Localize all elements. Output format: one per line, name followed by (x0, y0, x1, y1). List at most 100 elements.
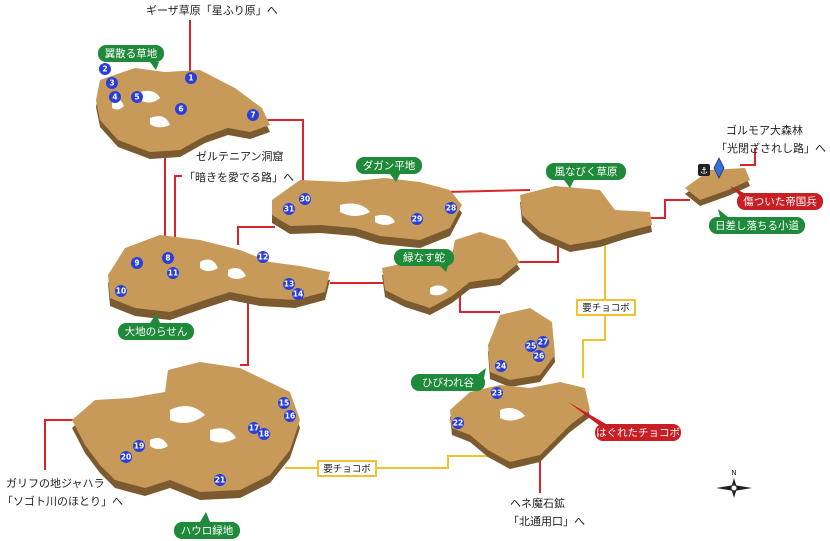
marker-pin[interactable]: 22 (452, 417, 464, 429)
route-daichi-hauro (240, 300, 249, 366)
marker-pin[interactable]: 31 (283, 203, 295, 215)
land-midori (382, 232, 520, 315)
routes (44, 20, 756, 493)
marker-pin[interactable]: 6 (175, 103, 187, 115)
marker-pin[interactable]: 5 (131, 91, 143, 103)
exit-south-line2[interactable]: 「北通用口」へ (508, 515, 585, 528)
svg-text:30: 30 (300, 195, 310, 204)
marker-pins: 1 2 3 4 5 6 7 8 9 10 11 12 13 14 15 16 1… (99, 63, 549, 486)
svg-text:はぐれたチョコボ: はぐれたチョコボ (596, 427, 680, 439)
marker-pin[interactable]: 28 (445, 202, 457, 214)
label-kazenabiku: 風なびく草原 (546, 163, 626, 188)
marker-pin[interactable]: 19 (133, 440, 145, 452)
marker-pin[interactable]: 14 (292, 288, 304, 300)
svg-text:大地のらせん: 大地のらせん (125, 325, 188, 338)
exit-labels: ギーザ草原「星ふり原」へ ゼルテニアン洞窟 「暗きを愛でる路」へ ゴルモア大森林… (2, 4, 826, 528)
marker-pin[interactable]: 3 (106, 77, 118, 89)
svg-text:31: 31 (284, 205, 294, 214)
svg-text:1: 1 (188, 74, 193, 83)
exit-forest-line1[interactable]: ゴルモア大森林 (726, 123, 803, 137)
svg-text:17: 17 (249, 424, 259, 433)
svg-text:19: 19 (134, 442, 144, 451)
route-midori-hibiware (459, 295, 500, 313)
route-dagan-kaze (444, 189, 531, 193)
marker-pin[interactable]: 25 (525, 340, 537, 352)
marker-pin[interactable]: 13 (283, 278, 295, 290)
marker-pin[interactable]: 27 (537, 336, 549, 348)
crystal-icon[interactable] (713, 157, 725, 179)
svg-text:29: 29 (412, 215, 422, 224)
exit-north[interactable]: ギーザ草原「星ふり原」へ (146, 4, 278, 17)
land-daichi (108, 235, 330, 320)
svg-text:ダガン平地: ダガン平地 (363, 159, 416, 172)
area-labels: 翼散る草地 ダガン平地 風なびく草原 日差し落ちる小道 緑なす蛇 大地のらせん (98, 45, 805, 539)
marker-pin[interactable]: 15 (278, 397, 290, 409)
svg-text:15: 15 (279, 399, 289, 408)
marker-pin[interactable]: 11 (167, 267, 179, 279)
route-west-exit (44, 419, 85, 470)
svg-text:傷ついた帝国兵: 傷ついた帝国兵 (743, 195, 817, 208)
route-cave-exit (174, 175, 182, 255)
marker-pin[interactable]: 20 (120, 451, 132, 463)
svg-text:13: 13 (284, 280, 294, 289)
svg-text:10: 10 (116, 287, 126, 296)
svg-text:27: 27 (538, 338, 548, 347)
svg-text:18: 18 (259, 430, 269, 439)
svg-text:風なびく草原: 風なびく草原 (555, 166, 618, 178)
svg-text:21: 21 (215, 476, 225, 485)
label-hizashi: 日差し落ちる小道 (709, 209, 805, 234)
marker-pin[interactable]: 30 (299, 193, 311, 205)
svg-text:20: 20 (121, 453, 131, 462)
marker-pin[interactable]: 4 (109, 91, 121, 103)
chocobo-note-south: 要チョコボ (317, 460, 377, 477)
marker-pin[interactable]: 9 (131, 257, 143, 269)
svg-text:2: 2 (102, 65, 107, 74)
route-kaze-hizashi (650, 199, 690, 219)
label-tsubasa: 翼散る草地 (98, 45, 164, 70)
marker-pin[interactable]: 12 (257, 251, 269, 263)
marker-pin[interactable]: 26 (533, 350, 545, 362)
svg-text:ハウロ緑地: ハウロ緑地 (181, 524, 234, 537)
land-dagan (272, 178, 462, 248)
route-daichi-dagan (237, 226, 275, 245)
exit-cave-line2[interactable]: 「暗きを愛でる路」へ (184, 170, 294, 184)
marker-pin[interactable]: 21 (214, 474, 226, 486)
svg-text:要チョコボ: 要チョコボ (582, 303, 630, 314)
label-hauro: ハウロ緑地 (174, 512, 240, 539)
exit-west-line2[interactable]: 「ソゴト川のほとり」へ (2, 494, 123, 508)
anchor-icon[interactable]: ⚓ (698, 164, 710, 177)
svg-text:28: 28 (446, 204, 456, 213)
marker-pin[interactable]: 29 (411, 213, 423, 225)
label-dagan: ダガン平地 (356, 157, 422, 182)
svg-text:7: 7 (250, 111, 255, 120)
marker-pin[interactable]: 1 (185, 72, 197, 84)
marker-pin[interactable]: 23 (491, 387, 503, 399)
marker-pin[interactable]: 16 (284, 410, 296, 422)
exit-forest-line2[interactable]: 「光閉ざされし路」へ (716, 141, 826, 155)
svg-text:23: 23 (492, 389, 502, 398)
svg-text:11: 11 (168, 269, 178, 278)
exit-south-line1[interactable]: ヘネ魔石鉱 (510, 496, 565, 510)
svg-text:22: 22 (453, 419, 463, 428)
marker-pin[interactable]: 24 (495, 360, 507, 372)
svg-text:5: 5 (134, 93, 139, 102)
exit-west-line1[interactable]: ガリフの地ジャハラ (6, 477, 104, 490)
marker-pin[interactable]: 10 (115, 285, 127, 297)
marker-pin[interactable]: 2 (99, 63, 111, 75)
label-daichi: 大地のらせん (118, 314, 194, 340)
marker-pin[interactable]: 7 (247, 109, 259, 121)
compass-icon: N (716, 469, 752, 498)
marker-pin[interactable]: 8 (162, 252, 174, 264)
exit-cave-line1[interactable]: ゼルテニアン洞窟 (196, 149, 284, 163)
marker-pin[interactable]: 18 (258, 428, 270, 440)
svg-text:26: 26 (534, 352, 544, 361)
svg-text:⚓: ⚓ (700, 167, 708, 177)
svg-text:24: 24 (496, 362, 506, 371)
svg-text:N: N (731, 469, 736, 477)
svg-text:ひびわれ谷: ひびわれ谷 (422, 377, 474, 389)
marker-pin[interactable]: 17 (248, 422, 260, 434)
label-midori: 緑なす蛇 (394, 249, 454, 272)
svg-text:4: 4 (112, 93, 117, 102)
svg-text:16: 16 (285, 412, 295, 421)
